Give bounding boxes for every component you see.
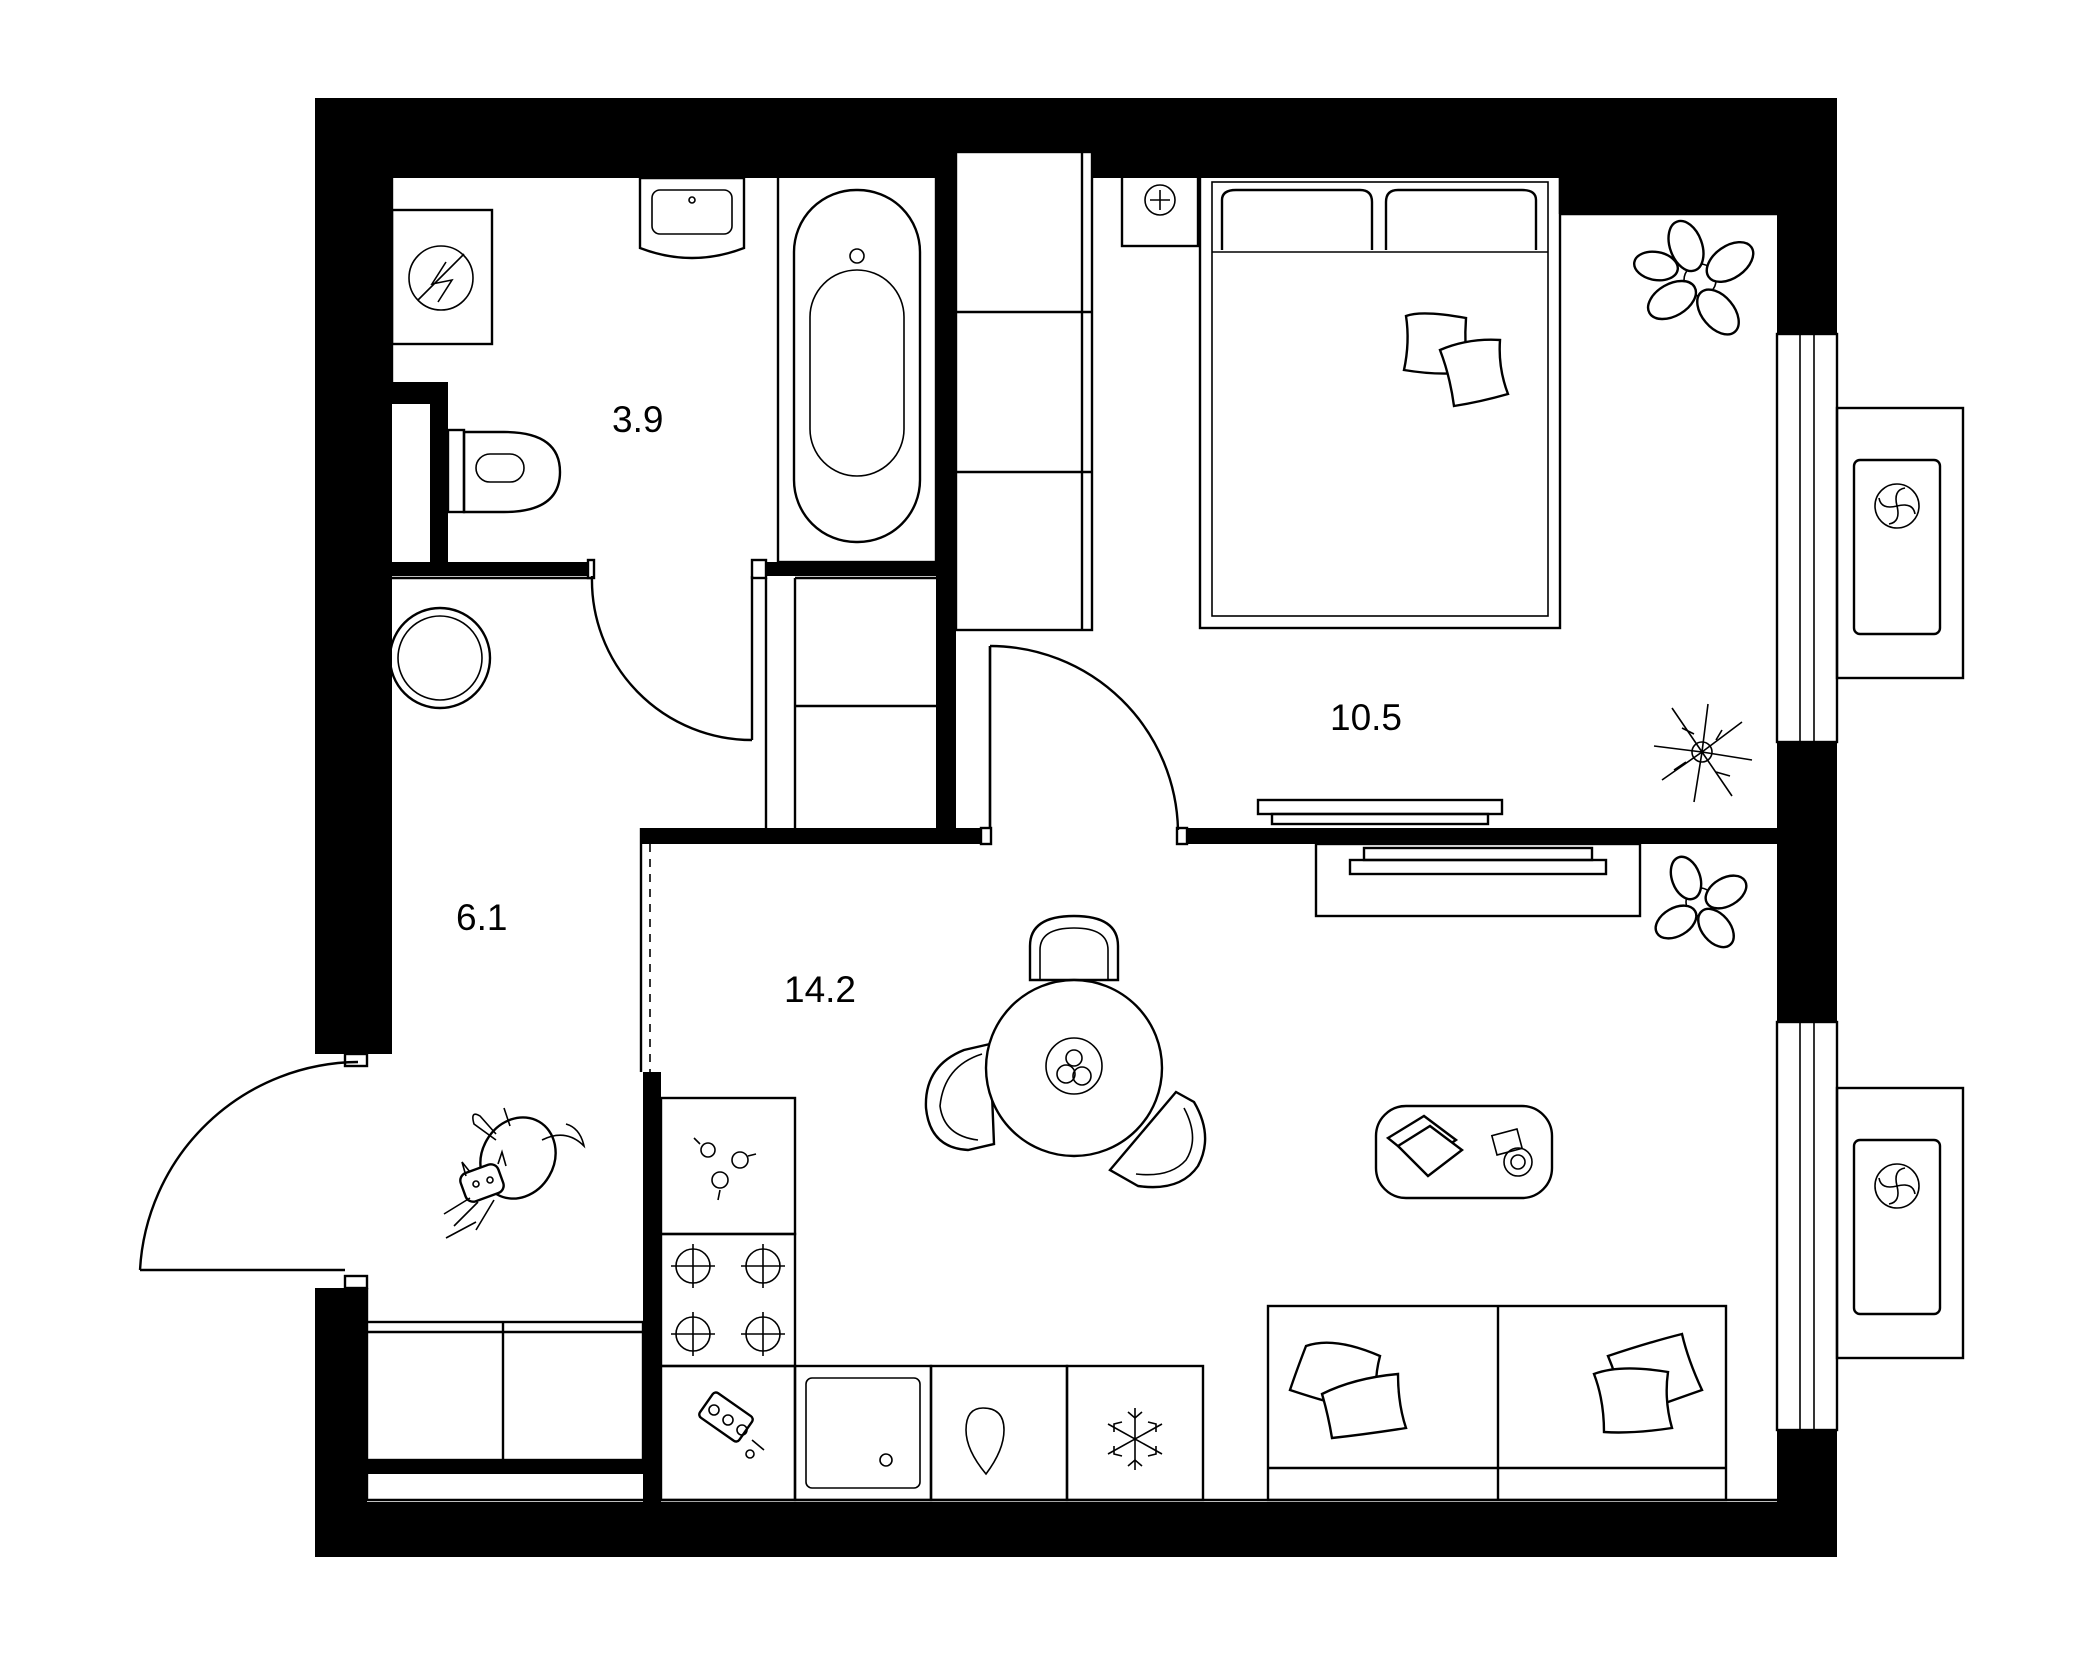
hallway-closet xyxy=(365,1320,645,1462)
dishwasher-icon xyxy=(965,1407,1005,1476)
chair-icon xyxy=(924,1042,996,1152)
window-living xyxy=(1775,1020,1839,1432)
air-conditioner-icon xyxy=(1835,1086,1965,1360)
bed-icon xyxy=(1198,170,1562,630)
coffee-table-icon xyxy=(1374,1104,1554,1200)
plant-icon xyxy=(1632,219,1755,336)
room-area-kitchen-living: 14.2 xyxy=(784,969,856,1010)
window-bedroom xyxy=(1775,332,1839,744)
sofa-icon xyxy=(1266,1304,1728,1502)
chair-icon xyxy=(1108,1090,1207,1189)
walls xyxy=(315,98,1837,1557)
tv-stand xyxy=(1314,842,1642,918)
air-conditioner-icon xyxy=(1835,406,1965,680)
wardrobe-bedroom xyxy=(954,150,1094,632)
round-table-icon xyxy=(984,978,1164,1158)
refrigerator-icon xyxy=(1107,1408,1163,1470)
room-area-hallway: 6.1 xyxy=(456,897,507,938)
sink-icon xyxy=(638,176,746,260)
tv-icon xyxy=(1256,798,1504,826)
chair-icon xyxy=(1028,914,1120,982)
bedside-table xyxy=(1120,154,1200,248)
cutting-board-icon xyxy=(698,1391,765,1459)
pillow-icon xyxy=(1288,1341,1408,1440)
bathtub-icon xyxy=(776,174,938,564)
kitchen-sink-icon xyxy=(805,1377,921,1489)
plant-icon xyxy=(1654,855,1748,949)
kitchen-counter xyxy=(659,1096,1205,1502)
room-area-bathroom: 3.9 xyxy=(612,399,663,440)
stove-icon xyxy=(659,1232,797,1368)
mirror-icon xyxy=(388,606,492,710)
room-area-bedroom: 10.5 xyxy=(1330,697,1402,738)
pillow-icon xyxy=(1402,312,1510,408)
toilet-icon xyxy=(446,428,562,514)
door-bedroom[interactable] xyxy=(979,644,1189,846)
boiler-icon xyxy=(390,208,494,346)
plant-icon xyxy=(1653,703,1753,803)
pillow-icon xyxy=(1592,1332,1704,1434)
cat-icon xyxy=(443,1107,586,1239)
door-bathroom[interactable] xyxy=(586,558,768,742)
door-entrance[interactable] xyxy=(138,1052,369,1290)
